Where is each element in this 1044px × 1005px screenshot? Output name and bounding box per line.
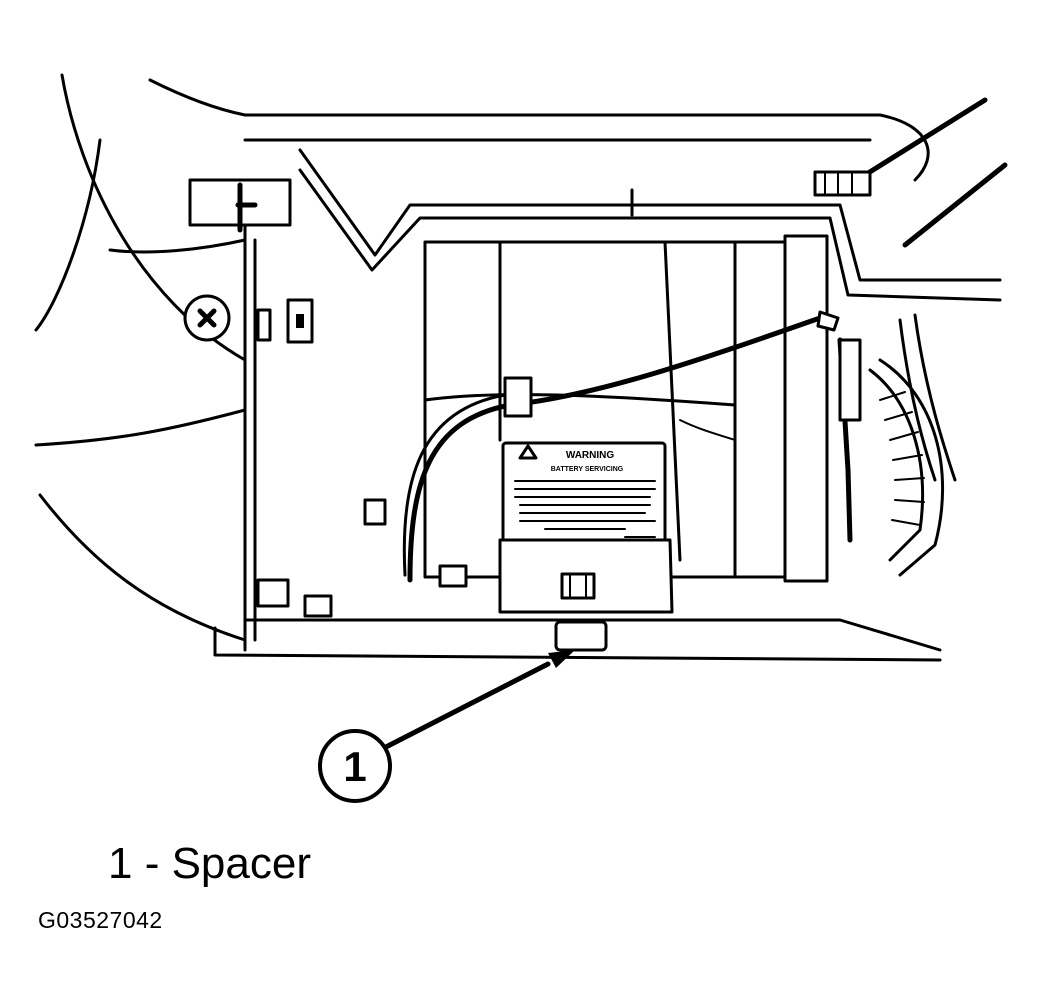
warning-label-heading: WARNING [566,450,615,461]
battery-tray-frame [148,78,1002,662]
tray-bolts [256,498,468,618]
hold-down-clamp [498,538,674,614]
panel-screw [183,294,231,342]
figure-id: G03527042 [38,907,163,933]
warning-label: WARNING BATTERY SERVICING [501,441,667,545]
inner-panel-tabs [256,298,314,344]
callout-balloon: 1 [318,729,392,803]
battery-cable [402,310,840,583]
hold-down-rods [813,97,1008,248]
spacer [554,620,608,652]
callout-arrow [381,650,575,751]
legend-item-spacer: 1 - Spacer [108,839,311,888]
wiring-harness [837,313,957,577]
warning-label-subheading: BATTERY SERVICING [551,466,624,473]
left-body-panel [34,73,292,652]
callout-number: 1 [343,743,366,790]
